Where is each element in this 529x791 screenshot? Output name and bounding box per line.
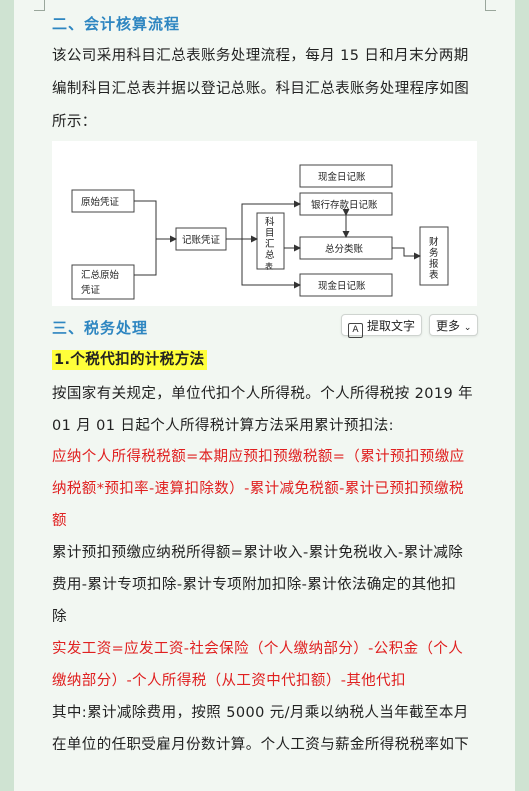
formula-line: 缴纳部分）-个人所得税（从工资中代扣额）-其他代扣 (52, 673, 406, 689)
label-summary-line1: 汇总原始 (81, 269, 120, 281)
label-financial-statement-char: 务 (429, 247, 439, 259)
formula-line: 纳税额*预扣率-速算扣除数）-累计减免税额-累计已预扣预缴税 (52, 481, 464, 497)
paragraph-line: 编制科目汇总表并据以登记总账。科目汇总表账务处理程序如图 (52, 81, 470, 97)
formula-line: 应纳个人所得税税额=本期应预扣预缴税额=（累计预扣预缴应 (52, 449, 465, 465)
label-account-summary-char: 表 (265, 261, 273, 271)
more-button[interactable]: 更多 ⌄ (429, 314, 479, 336)
subheading-withholding: 1.个税代扣的计税方法 (52, 350, 207, 370)
page-corner-mark (485, 0, 496, 11)
extract-text-label: 提取文字 (367, 319, 416, 333)
box-financial-statement (419, 226, 449, 286)
label-journal-voucher: 记账凭证 (182, 234, 221, 246)
paragraph-line: 该公司采用科目汇总表账务处理流程，每月 15 日和月末分两期 (52, 48, 469, 64)
paragraph-line: 所示： (52, 114, 97, 130)
subheading-line: 1.个税代扣的计税方法 (52, 344, 482, 376)
page-corner-mark (34, 0, 45, 11)
paragraph-line: 在单位的任职受雇月份数计算。个人工资与薪金所得税税率如下 (52, 737, 470, 753)
more-label: 更多 (436, 319, 461, 333)
formula-line: 额 (52, 513, 67, 529)
label-cash-journal-top: 现金日记账 (318, 171, 366, 183)
paragraph-line: 01 月 01 日起个人所得税计算方法采用累计预扣法: (52, 418, 394, 434)
label-account-summary-char: 目 (265, 228, 275, 239)
label-summary-line2: 凭证 (81, 284, 101, 296)
document-page (14, 0, 515, 791)
label-financial-statement-char: 报 (429, 258, 439, 270)
label-general-ledger: 总分类账 (325, 243, 364, 255)
accounting-flow-diagram: 原始凭证 汇总原始 凭证 记账凭证 科 目 汇 总 表 现金日记账 银行存款日记… (52, 141, 477, 306)
label-bank-journal: 银行存款日记账 (311, 199, 378, 211)
chevron-down-icon: ⌄ (463, 323, 472, 333)
paragraph-line: 按国家有关规定，单位代扣个人所得税。个人所得税按 2019 年 (52, 386, 474, 402)
label-account-summary-char: 汇 (265, 239, 275, 250)
extract-text-button[interactable]: A 提取文字 (341, 314, 423, 338)
label-financial-statement-char: 表 (429, 269, 439, 281)
label-original-voucher: 原始凭证 (81, 196, 120, 208)
label-cash-journal-bottom: 现金日记账 (318, 280, 366, 292)
formula-line: 实发工资=应发工资-社会保险（个人缴纳部分）-公积金（个人 (52, 641, 464, 657)
text-recognition-icon: A (348, 323, 363, 338)
label-account-summary-char: 科 (265, 216, 275, 228)
section-heading-accounting: 二、会计核算流程 (52, 15, 181, 33)
paragraph-line: 累计预扣预缴应纳税所得额=累计收入-累计免税收入-累计减除 (52, 545, 464, 561)
label-account-summary-char: 总 (265, 249, 275, 261)
paragraph-line: 其中:累计减除费用，按照 5000 元/月乘以纳税人当年截至本月 (52, 705, 469, 721)
box-cash-journal-top (299, 164, 393, 188)
label-financial-statement-char: 财 (429, 236, 439, 248)
box-summary-original-voucher (71, 264, 135, 300)
section-heading-tax: 三、税务处理 (52, 319, 149, 337)
paragraph-line: 除 (52, 609, 67, 625)
paragraph-line: 费用-累计专项扣除-累计专项附加扣除-累计依法确定的其他扣 (52, 577, 457, 593)
